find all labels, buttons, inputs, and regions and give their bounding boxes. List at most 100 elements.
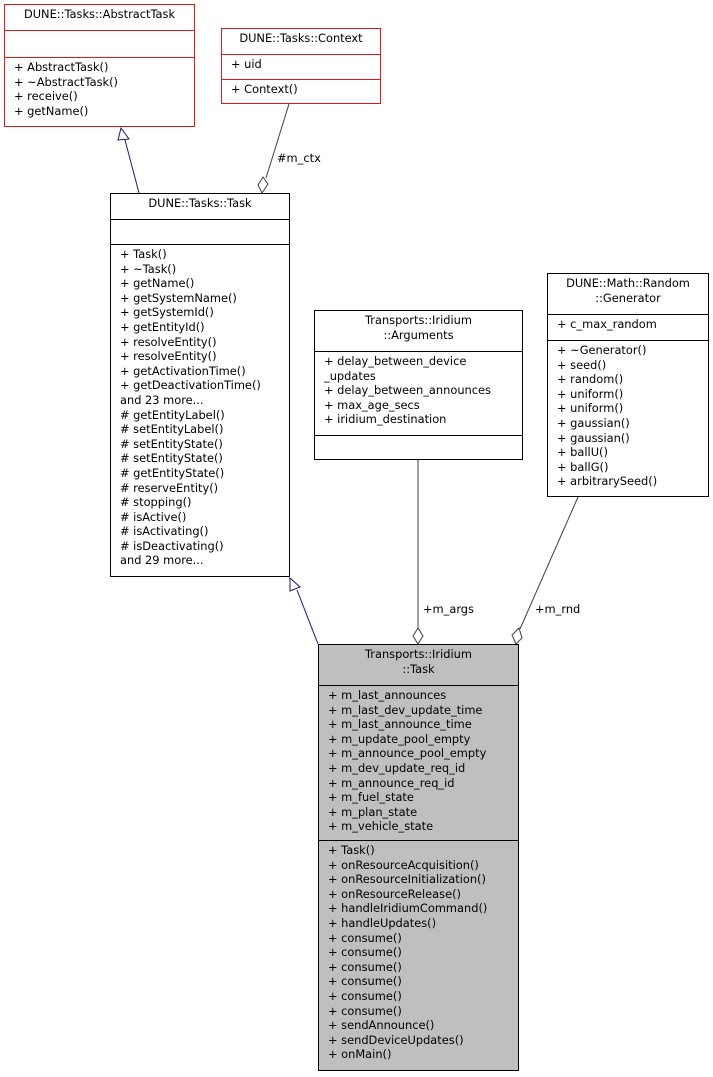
method-item: + consume() [328,945,402,960]
class-attributes: + delay_between_device_updates+ delay_be… [315,351,522,435]
class-attributes [111,219,289,244]
method-item: + ~AbstractTask() [14,74,118,89]
attribute-item: + m_announce_pool_empty [328,746,487,761]
method-item: + resolveEntity() [120,334,217,349]
method-item: + sendAnnounce() [328,1018,435,1033]
method-item: and 23 more... [120,392,204,407]
class-title: DUNE::Tasks::AbstractTask [5,5,194,30]
class-iridium-task[interactable]: Transports::Iridium::Task + m_last_annou… [318,644,519,1071]
class-generator[interactable]: DUNE::Math::Random::Generator + c_max_ra… [547,273,709,497]
class-arguments[interactable]: Transports::Iridium::Arguments + delay_b… [314,310,523,460]
method-item: # isActive() [120,509,187,524]
class-title: DUNE::Math::Random::Generator [548,274,708,314]
method-item: + sendDeviceUpdates() [328,1032,464,1047]
class-methods: + Task()+ onResourceAcquisition()+ onRes… [319,840,518,1065]
method-item: + arbitrarySeed() [557,474,658,489]
method-item: + onResourceAcquisition() [328,857,479,872]
attribute-item: + m_dev_update_req_id [328,760,466,775]
method-item: + ~Task() [120,261,177,276]
class-title: DUNE::Tasks::Task [111,194,289,219]
attribute-item: _updates [324,368,376,383]
method-item: + ballG() [557,459,609,474]
method-item: + getName() [14,103,89,118]
method-item: + Task() [120,247,167,261]
method-item: # setEntityState() [120,451,223,466]
inheritance-edge-task-abstracttask [124,139,140,194]
method-item: + getDeactivationTime() [120,378,261,393]
method-item: + gaussian() [557,430,630,445]
inheritance-arrowhead-abstracttask [117,126,130,141]
class-title: Transports::Iridium::Arguments [315,311,522,351]
method-item: + consume() [328,959,402,974]
attribute-item: + m_update_pool_empty [328,731,471,746]
inheritance-arrowhead-task [289,576,301,592]
method-item: + Task() [328,843,375,857]
class-name-line: DUNE::Tasks::AbstractTask [23,7,176,21]
method-item: + handleUpdates() [328,915,437,930]
association-edge-m-ctx [265,103,290,179]
class-name-line: DUNE::Tasks::Context [239,31,363,45]
method-item: + getName() [120,276,195,291]
class-context[interactable]: DUNE::Tasks::Context + uid + Context() [221,28,381,104]
edge-label-m-args: +m_args [423,602,474,616]
method-item: + consume() [328,930,402,945]
edge-label-m-ctx: #m_ctx [277,151,321,165]
class-attributes: + m_last_announces+ m_last_dev_update_ti… [319,685,518,840]
method-item: + seed() [557,357,607,372]
attribute-item: + c_max_random [557,317,657,331]
attribute-item: + uid [231,57,262,71]
method-item: + getSystemName() [120,290,237,305]
class-name-line: ::Arguments [383,327,454,342]
attribute-item: + m_last_dev_update_time [328,702,483,717]
class-title: Transports::Iridium::Task [319,645,518,685]
method-item: # getEntityLabel() [120,407,225,422]
association-edge-m-rnd [519,496,579,630]
method-item: # getEntityState() [120,465,225,480]
attribute-item: + m_fuel_state [328,790,414,805]
method-item: # isActivating() [120,524,209,539]
method-item: # stopping() [120,495,192,510]
attribute-item: + max_age_secs [324,397,420,412]
class-methods: + Context() [222,79,380,100]
method-item: # reserveEntity() [120,480,219,495]
class-attributes [5,30,194,57]
class-name-line: DUNE::Math::Random [566,276,690,290]
class-methods [315,435,522,441]
method-item: + onMain() [328,1047,392,1062]
method-item: + ~Generator() [557,343,647,357]
method-item: + getSystemId() [120,305,214,320]
method-item: # setEntityState() [120,436,223,451]
aggregation-diamond-m-rnd [511,627,523,645]
class-name-line: ::Generator [595,290,661,305]
class-abstract-task[interactable]: DUNE::Tasks::AbstractTask + AbstractTask… [4,4,195,127]
method-item: + handleIridiumCommand() [328,901,488,916]
inheritance-edge-iridium-task [296,589,319,645]
class-name-line: Transports::Iridium [365,313,472,327]
attribute-item: + m_plan_state [328,804,418,819]
method-item: # isDeactivating() [120,538,224,553]
class-methods: + AbstractTask()+ ~AbstractTask()+ recei… [5,57,194,121]
class-name-line: DUNE::Tasks::Task [148,196,252,210]
class-methods: + ~Generator()+ seed()+ random()+ unifor… [548,340,708,492]
method-item: + random() [557,372,624,387]
class-attributes: + uid [222,54,380,79]
method-item: + getActivationTime() [120,363,246,378]
attribute-item: + delay_between_announces [324,383,491,398]
method-item: + onResourceInitialization() [328,872,486,887]
method-item: + receive() [14,89,78,104]
method-item: + uniform() [557,386,624,401]
class-task[interactable]: DUNE::Tasks::Task + Task()+ ~Task()+ get… [110,193,290,577]
class-name-line: ::Task [402,661,435,676]
aggregation-diamond-m-args [412,627,424,645]
class-methods: + Task()+ ~Task()+ getName()+ getSystemN… [111,244,289,571]
method-item: + onResourceRelease() [328,886,461,901]
aggregation-diamond-m-ctx [257,176,269,194]
edge-label-m-rnd: +m_rnd [535,602,581,616]
method-item: + gaussian() [557,415,630,430]
method-item: + getEntityId() [120,319,205,334]
attribute-item: + m_announce_req_id [328,775,455,790]
class-name-line: Transports::Iridium [365,647,472,661]
class-attributes: + c_max_random [548,314,708,340]
method-item: + AbstractTask() [14,60,109,74]
